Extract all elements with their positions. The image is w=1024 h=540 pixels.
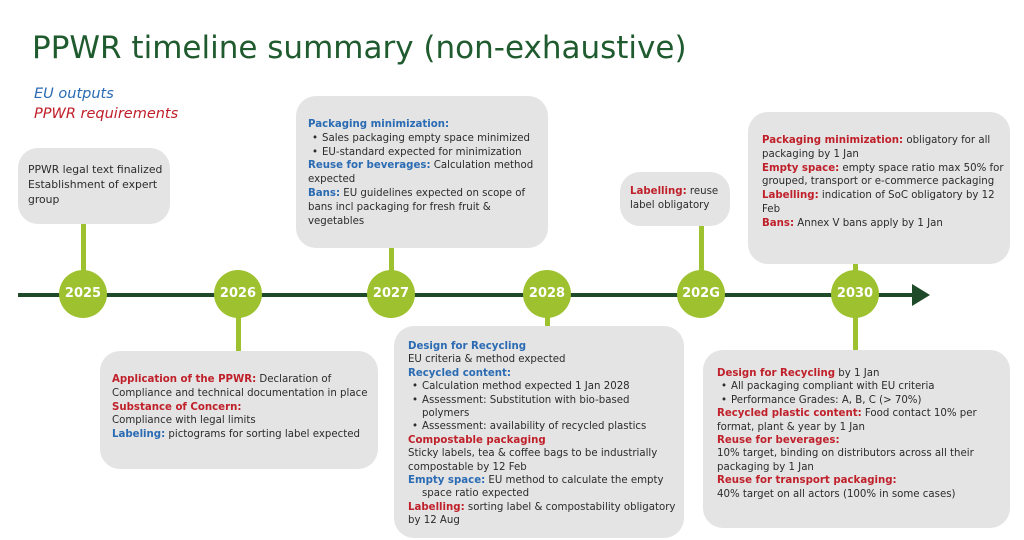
box-2030-top: Packaging minimization: obligatory for a… xyxy=(748,112,1010,264)
box-2028-line-compost-b: compostable by 12 Feb xyxy=(408,461,527,473)
connector-2026 xyxy=(236,305,241,353)
timeline-arrowhead xyxy=(912,284,930,306)
box-2027-bullet-2: EU-standard expected for minimization xyxy=(308,146,548,160)
box-2028-line-empty-b: space ratio expected xyxy=(422,488,530,500)
box-2028-bullet-2: Assessment: Substitution with bio-based xyxy=(408,394,684,408)
box-2027-text-2: Calculation method xyxy=(430,160,534,172)
box-2030-top-heading-labelling: Labelling: xyxy=(762,190,819,202)
box-2030-bottom-heading-reuse-bev: Reuse for beverages: xyxy=(717,435,840,447)
box-2030-bottom-line-3a: 10% target, binding on distributors acro… xyxy=(717,448,974,460)
box-2029-text-1: reuse xyxy=(686,186,719,197)
box-2030-top-line-1b: packaging by 1 Jan xyxy=(762,148,859,160)
box-2028-heading-compostable: Compostable packaging xyxy=(408,434,546,446)
year-marker-2025: 2025 xyxy=(59,270,107,318)
box-2027-heading-minimization: Packaging minimization: xyxy=(308,119,450,130)
connector-2030b xyxy=(853,305,858,351)
box-2028-text-5: sorting label & compostability obligator… xyxy=(464,501,676,513)
box-2027-line-reuse-b: expected xyxy=(308,174,356,186)
box-2026: Application of the PPWR: Declaration of … xyxy=(100,351,378,469)
box-2029: Labelling: reuse label obligatory xyxy=(620,172,730,226)
box-2029-line-2: label obligatory xyxy=(630,199,710,211)
page-title: PPWR timeline summary (non-exhaustive) xyxy=(32,30,687,66)
box-2028: Design for Recycling EU criteria & metho… xyxy=(394,326,684,538)
box-2030-top-text-1: obligatory for all xyxy=(903,135,991,146)
box-2028-text-4: EU method to calculate the empty xyxy=(485,475,664,487)
box-2028-bullet-3: Assessment: availability of recycled pla… xyxy=(408,420,684,434)
box-2026-line-4: Compliance with legal limits xyxy=(112,415,256,427)
legend-ppwr-requirements: PPWR requirements xyxy=(34,106,179,122)
box-2030-top-heading-minimization: Packaging minimization: xyxy=(762,135,904,146)
box-2026-line-2: Compliance and technical documentation i… xyxy=(112,387,368,399)
box-2028-line-labelling-b: by 12 Aug xyxy=(408,515,460,527)
connector-2025 xyxy=(81,222,86,282)
box-2028-bullet-1: Calculation method expected 1 Jan 2028 xyxy=(408,380,684,394)
box-2028-bullet-2-cont: polymers xyxy=(422,408,470,420)
timeline-axis xyxy=(18,293,920,297)
box-2028-heading-empty: Empty space: xyxy=(408,475,486,487)
box-2025: PPWR legal text finalized Establishment … xyxy=(18,148,170,224)
box-2026-heading-labeling: Labeling: xyxy=(112,429,166,441)
box-2030-bottom-line-2b: format, plant & year by 1 Jan xyxy=(717,421,866,433)
box-2025-line-2: Establishment of expert xyxy=(28,178,158,191)
box-2030-bottom: Design for Recycling by 1 Jan All packag… xyxy=(703,350,1010,528)
box-2030-top-heading-bans: Bans: xyxy=(762,217,795,229)
box-2028-heading-labelling: Labelling: xyxy=(408,501,465,513)
year-marker-2029: 202G xyxy=(677,270,725,318)
box-2027-text-3: EU guidelines expected on scope of xyxy=(340,187,526,199)
box-2027: Packaging minimization: Sales packaging … xyxy=(296,96,548,248)
connector-2027 xyxy=(389,246,394,282)
year-marker-2026: 2026 xyxy=(214,270,262,318)
box-2026-text-1: Declaration of xyxy=(256,374,332,385)
box-2030-bottom-heading-recycled: Recycled plastic content: xyxy=(717,408,862,420)
box-2028-heading-recycled: Recycled content: xyxy=(408,367,511,379)
legend-eu-outputs: EU outputs xyxy=(34,86,114,102)
box-2030-bottom-bullet-2: Performance Grades: A, B, C (> 70%) xyxy=(717,394,1010,408)
box-2027-heading-reuse: Reuse for beverages: xyxy=(308,160,431,172)
box-2030-bottom-heading-reuse-transport: Reuse for transport packaging: xyxy=(717,475,897,487)
box-2025-line-1: PPWR legal text finalized xyxy=(28,163,163,176)
box-2028-line-compost-a: Sticky labels, tea & coffee bags to be i… xyxy=(408,448,658,460)
box-2028-heading-dfr: Design for Recycling xyxy=(408,341,527,352)
box-2030-top-text-3: indication of SoC obligatory by 12 xyxy=(818,190,995,202)
box-2026-heading-soc: Substance of Concern: xyxy=(112,401,242,413)
box-2030-top-text-2: empty space ratio max 50% for xyxy=(839,162,1004,174)
box-2030-bottom-bullet-1: All packaging compliant with EU criteria xyxy=(717,380,1010,394)
box-2027-bullet-1: Sales packaging empty space minimized xyxy=(308,132,548,146)
box-2029-heading-labelling: Labelling: xyxy=(630,186,687,197)
year-marker-2030: 2030 xyxy=(831,270,879,318)
box-2027-line-bans-c: vegetables xyxy=(308,215,365,227)
box-2027-line-bans-b: bans incl packaging for fresh fruit & xyxy=(308,201,491,213)
box-2030-bottom-line-4a: 40% target on all actors (100% in some c… xyxy=(717,488,956,500)
box-2030-bottom-line-3b: packaging by 1 Jan xyxy=(717,461,814,473)
box-2026-heading-application: Application of the PPWR: xyxy=(112,374,257,385)
box-2025-line-3: group xyxy=(28,193,60,206)
connector-2029 xyxy=(699,224,704,282)
box-2030-top-line-3b: Feb xyxy=(762,203,781,215)
box-2028-line-criteria: EU criteria & method expected xyxy=(408,354,566,366)
box-2030-top-heading-empty: Empty space: xyxy=(762,162,840,174)
box-2030-bottom-text-1: by 1 Jan xyxy=(835,368,880,379)
box-2027-heading-bans: Bans: xyxy=(308,187,341,199)
box-2030-bottom-heading-dfr: Design for Recycling xyxy=(717,368,836,379)
year-marker-2027: 2027 xyxy=(367,270,415,318)
box-2030-bottom-text-2: Food contact 10% per xyxy=(861,408,977,420)
box-2030-top-text-4: Annex V bans apply by 1 Jan xyxy=(794,217,943,229)
year-marker-2028: 2028 xyxy=(523,270,571,318)
box-2026-text-3: pictograms for sorting label expected xyxy=(165,429,360,441)
box-2030-top-line-2b: grouped, transport or e-commerce packagi… xyxy=(762,176,995,188)
